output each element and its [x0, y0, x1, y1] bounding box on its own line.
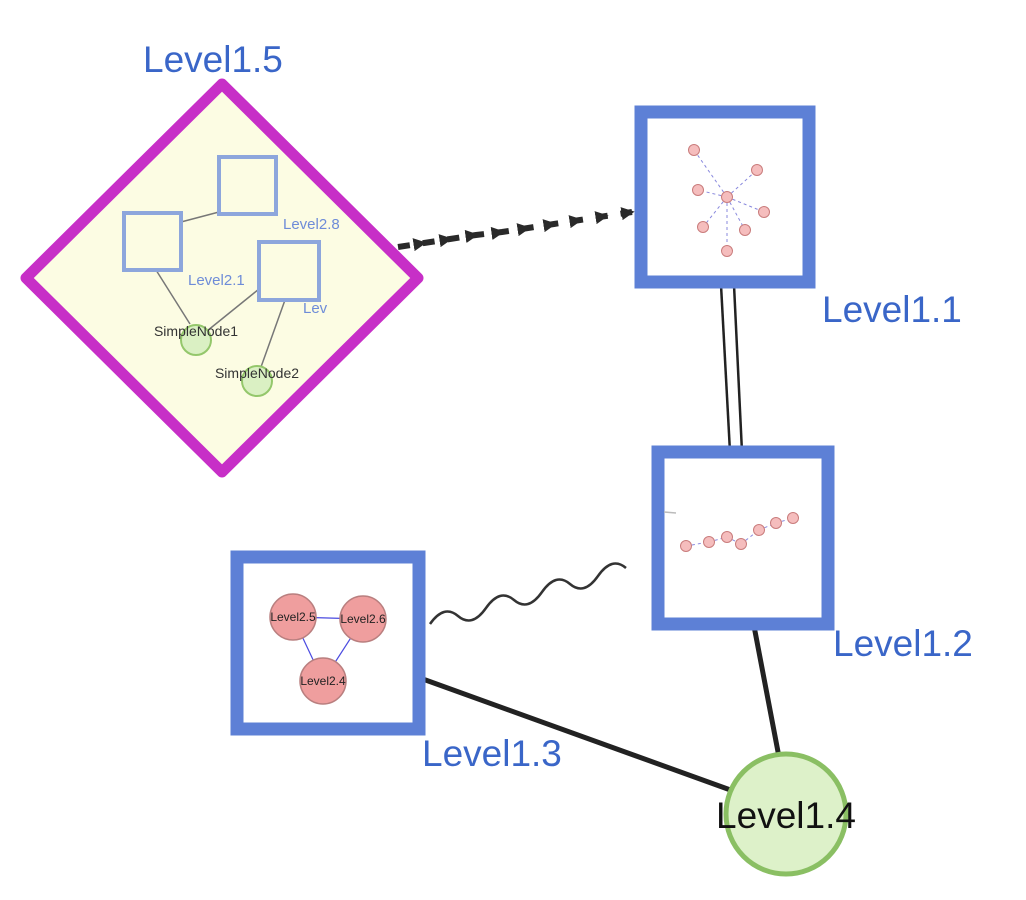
mini-node: [697, 221, 709, 233]
node-label-level2-1: Level2.1: [188, 272, 245, 289]
edge-level11-level12[interactable]: [719, 284, 744, 453]
mini-node: [735, 538, 747, 550]
node-level1-2[interactable]: [651, 445, 835, 631]
mini-node: [753, 524, 765, 536]
mini-graph-level1-1: [688, 144, 770, 257]
node-level1-3[interactable]: Level2.5 Level2.6 Level2.4: [230, 550, 426, 736]
node-level2-6[interactable]: [339, 595, 387, 643]
node-label-level2-lev: Lev: [303, 300, 328, 317]
mini-node: [739, 224, 751, 236]
node-level2-5[interactable]: [269, 593, 317, 641]
mini-node: [703, 536, 715, 548]
mini-node: [721, 531, 733, 543]
mini-graph-level1-2: [663, 511, 799, 552]
edge-level13-level14[interactable]: [417, 675, 739, 795]
node-label-level1-4: Level1.4: [716, 795, 856, 836]
mini-node: [721, 245, 733, 257]
mini-node: [758, 206, 770, 218]
node-label-level2-4: Level2.4: [300, 674, 346, 688]
node-level2-lev[interactable]: [257, 240, 321, 302]
node-label-level1-1: Level1.1: [822, 289, 962, 330]
node-label-level2-8: Level2.8: [283, 216, 340, 233]
diamond-shape[interactable]: [20, 78, 424, 478]
node-label-level2-5: Level2.5: [270, 610, 316, 624]
mini-node: [688, 144, 700, 156]
node-level2-4[interactable]: [299, 657, 347, 705]
inner-edge: [180, 211, 220, 223]
edge-level13-level12[interactable]: [428, 562, 627, 625]
node-simplenode1[interactable]: [180, 324, 212, 356]
square-shape[interactable]: [651, 445, 835, 631]
mini-node: [787, 512, 799, 524]
inner-graph-level1-3: Level2.5 Level2.6 Level2.4: [269, 593, 387, 705]
mini-node: [692, 184, 704, 196]
mini-node: [751, 164, 763, 176]
node-label-level1-5: Level1.5: [143, 39, 283, 80]
node-label-level1-2: Level1.2: [833, 623, 973, 664]
mini-node: [680, 540, 692, 552]
node-level2-8[interactable]: [217, 155, 278, 216]
edge-level12-level14[interactable]: [751, 623, 782, 760]
edge-level15-level11[interactable]: [397, 207, 635, 252]
node-level1-1[interactable]: [634, 105, 816, 289]
inner-edge: [260, 299, 286, 368]
node-label-level1-3: Level1.3: [422, 733, 562, 774]
node-label-simplenode2: SimpleNode2: [215, 365, 299, 381]
node-level2-1[interactable]: [122, 211, 183, 272]
node-simplenode2[interactable]: [241, 365, 273, 397]
inner-edge: [155, 269, 191, 325]
node-level1-4[interactable]: Level1.4: [716, 751, 856, 877]
mini-node: [770, 517, 782, 529]
inner-edge: [206, 288, 260, 332]
node-label-simplenode1: SimpleNode1: [154, 323, 238, 339]
circle-shape[interactable]: [723, 751, 849, 877]
node-level1-5[interactable]: Level2.8 Level2.1 Lev SimpleNode1 Simple…: [20, 78, 424, 478]
mini-node: [721, 191, 733, 203]
node-label-level2-6: Level2.6: [340, 612, 386, 626]
